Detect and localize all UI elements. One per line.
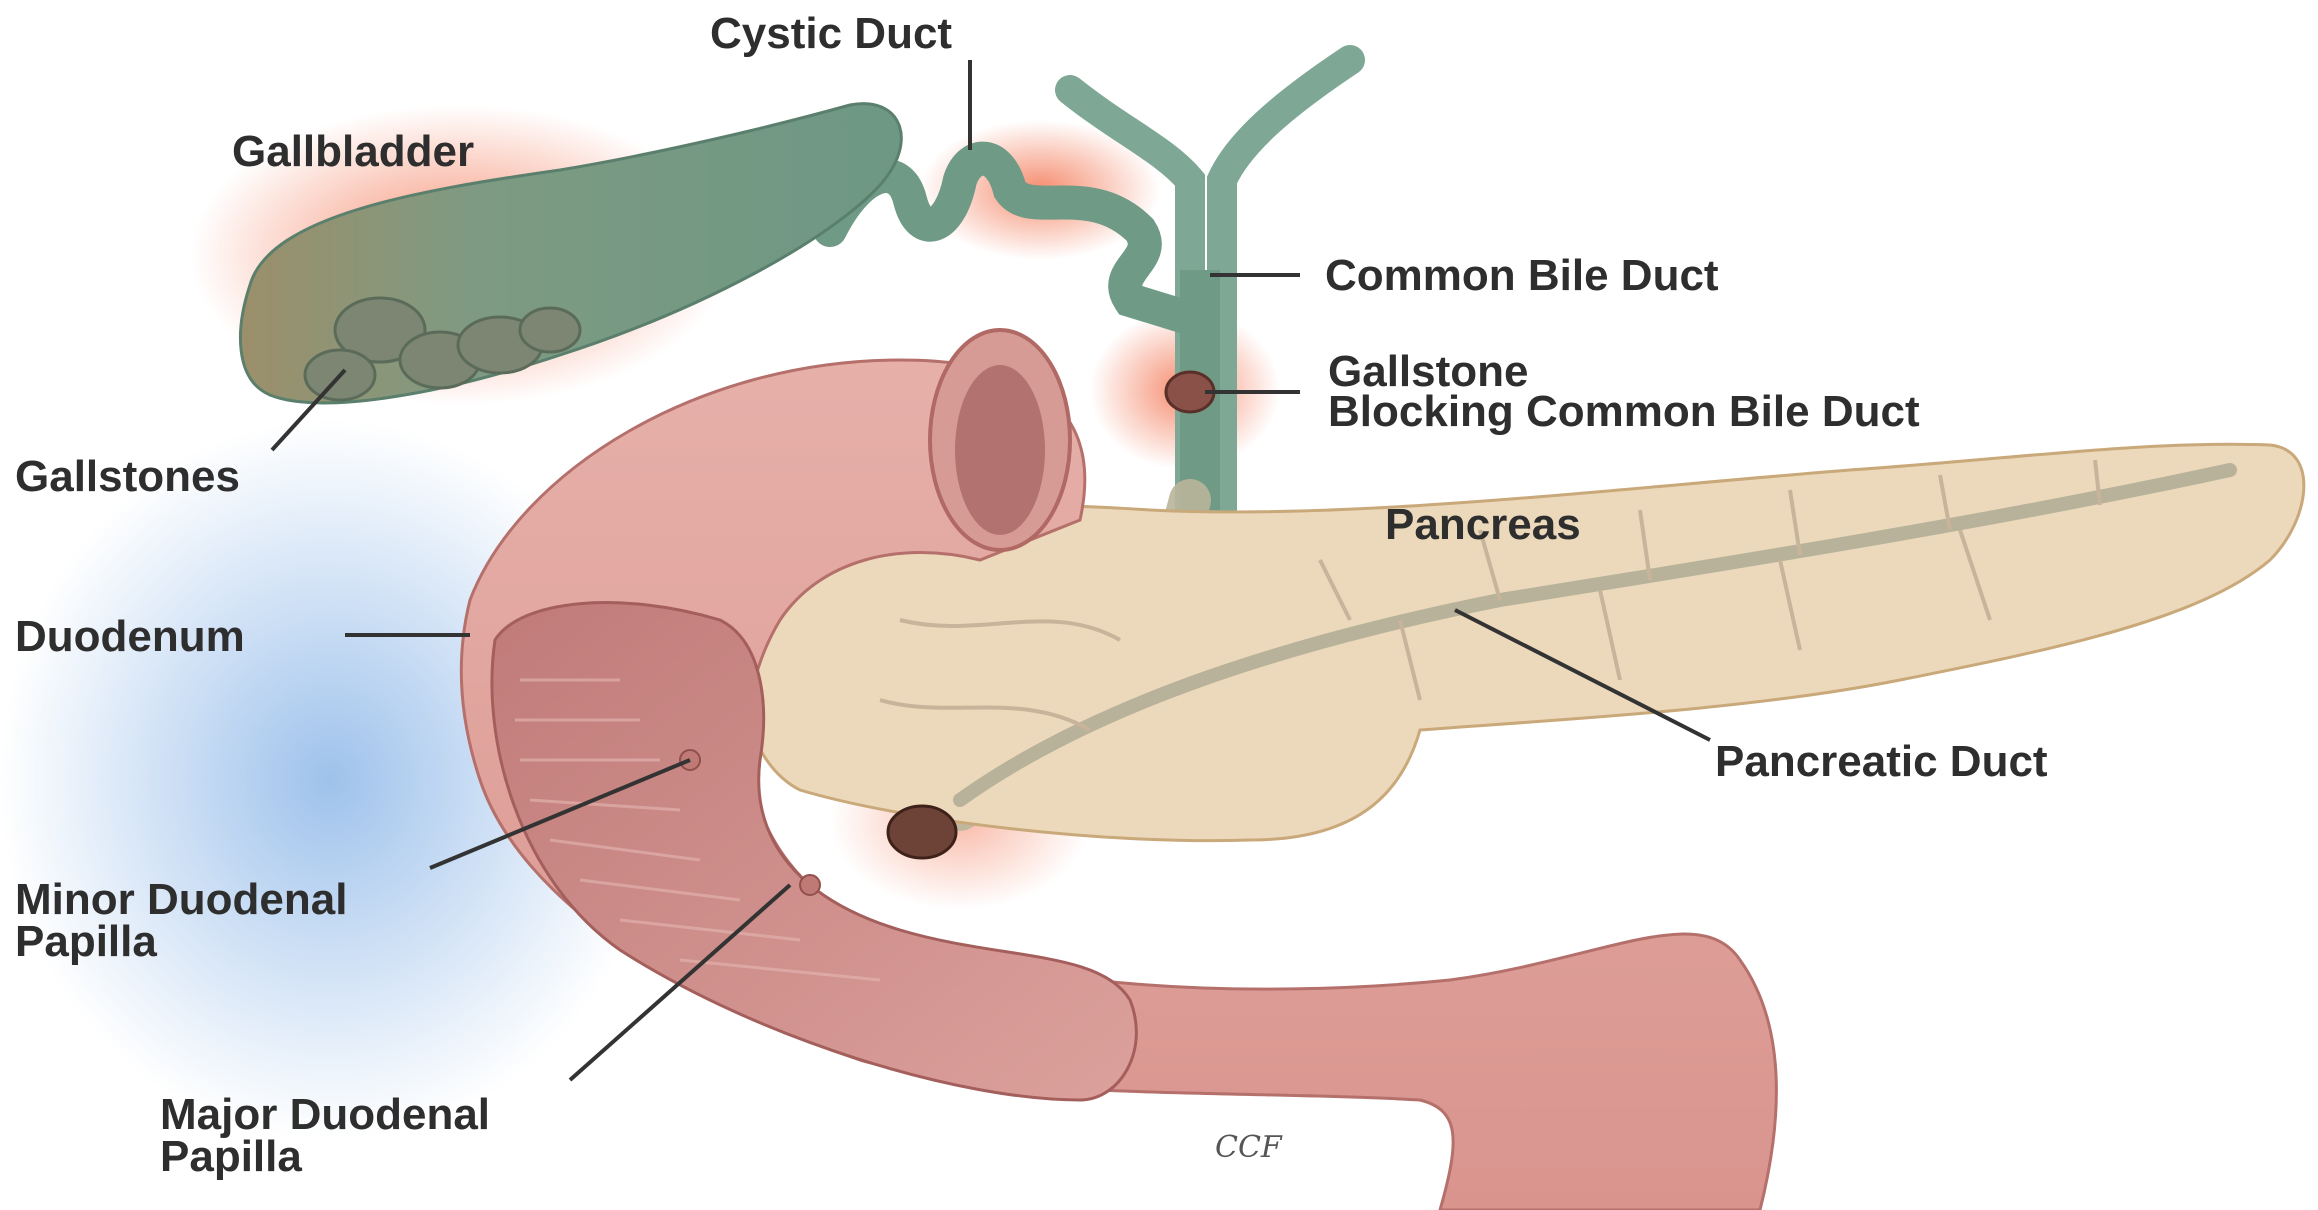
ampulla-stone (888, 806, 956, 858)
label-common-bile-duct: Common Bile Duct (1325, 254, 1719, 298)
label-gallbladder: Gallbladder (232, 130, 474, 174)
label-duodenum: Duodenum (15, 615, 245, 659)
label-pancreas: Pancreas (1385, 503, 1581, 547)
label-major-papilla-line1: Major Duodenal (160, 1093, 490, 1137)
label-minor-papilla-line1: Minor Duodenal (15, 878, 347, 922)
label-gallstones: Gallstones (15, 455, 240, 499)
label-major-papilla-line2: Papilla (160, 1135, 302, 1179)
major-papilla-marker (800, 875, 820, 895)
label-cystic-duct: Cystic Duct (710, 12, 952, 56)
artist-signature: CCF (1215, 1130, 1282, 1165)
label-minor-papilla-line2: Papilla (15, 920, 157, 964)
label-pancreatic-duct: Pancreatic Duct (1715, 740, 2048, 784)
label-gallstone-blocking-line2: Blocking Common Bile Duct (1328, 390, 1920, 434)
